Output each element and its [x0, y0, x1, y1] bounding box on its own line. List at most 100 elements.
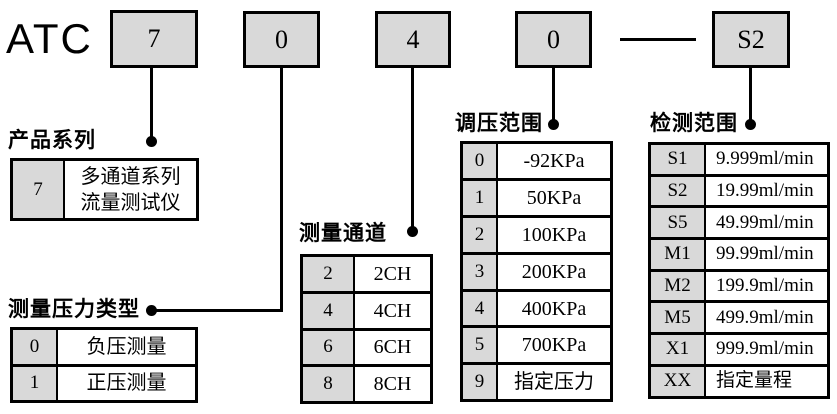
- detection-range-table: S1 9.999ml/min S2 19.99ml/min S5 49.99ml…: [648, 142, 830, 399]
- desc-cell: 700KPa: [521, 334, 587, 357]
- code-cell: 5: [463, 328, 498, 363]
- desc-cell: 指定量程: [716, 370, 793, 392]
- code-cell: 1: [463, 180, 498, 215]
- model-box-detection-range: S2: [712, 11, 790, 68]
- desc-cell: -92KPa: [523, 149, 585, 172]
- product-series-table: 7 多通道系列 流量测试仪: [10, 158, 199, 221]
- section-label-product-series: 产品系列: [8, 128, 96, 152]
- connector-dot-pressure-range: [548, 119, 559, 130]
- desc-cell: 400KPa: [521, 297, 587, 320]
- section-label-detection-range: 检测范围: [650, 111, 738, 135]
- code-cell: S2: [651, 176, 706, 206]
- table-row: 6 6CH: [303, 327, 430, 365]
- connector-line-channels: [411, 66, 414, 233]
- table-row: S1 9.999ml/min: [651, 145, 827, 174]
- table-row: X1 999.9ml/min: [651, 332, 827, 364]
- desc-cell: 9.999ml/min: [716, 148, 814, 170]
- code-cell: 4: [463, 291, 498, 326]
- table-row: M2 199.9ml/min: [651, 268, 827, 301]
- code-cell: 6: [303, 330, 355, 365]
- section-label-pressure-range: 调压范围: [455, 111, 543, 135]
- code-cell: 3: [463, 254, 498, 289]
- desc-cell: 50KPa: [526, 186, 582, 209]
- connector-dot-detection-range: [745, 119, 756, 130]
- model-box-pressure-type: 0: [243, 11, 320, 68]
- desc-cell: 19.99ml/min: [716, 180, 814, 202]
- table-row: 8 8CH: [303, 364, 430, 402]
- code-cell: S5: [651, 208, 706, 238]
- code-cell: S1: [651, 145, 706, 174]
- model-box-series: 7: [110, 10, 198, 68]
- desc-cell: 8CH: [373, 373, 412, 396]
- table-row: 4 400KPa: [463, 288, 610, 326]
- model-box-detection-range-value: S2: [737, 24, 765, 54]
- desc-cell: 100KPa: [521, 223, 587, 246]
- desc-cell: 499.9ml/min: [716, 306, 814, 328]
- section-label-pressure-type: 测量压力类型: [8, 297, 140, 321]
- desc-line-2: 流量测试仪: [80, 191, 181, 214]
- code-cell: M5: [651, 303, 706, 333]
- code-cell: M2: [651, 271, 706, 301]
- connector-line-pressure-type-vertical: [280, 66, 283, 312]
- table-row: S2 19.99ml/min: [651, 173, 827, 206]
- section-label-channels: 测量通道: [299, 221, 387, 245]
- table-row: M5 499.9ml/min: [651, 300, 827, 333]
- code-cell: 4: [303, 293, 355, 328]
- connector-line-pressure-range: [552, 66, 555, 126]
- code-cell: X1: [651, 335, 706, 364]
- table-row: 0 负压测量: [13, 330, 195, 364]
- pressure-type-table: 0 负压测量 1 正压测量: [10, 327, 198, 403]
- connector-line-pressure-type-horizontal: [151, 309, 283, 312]
- model-box-channels-value: 4: [406, 24, 420, 54]
- desc-cell: 4CH: [373, 299, 412, 322]
- code-cell: 0: [13, 330, 58, 364]
- code-cell: 7: [13, 161, 65, 218]
- table-row: 9 指定压力: [463, 362, 610, 400]
- model-separator-dash: [620, 38, 696, 41]
- model-box-series-value: 7: [147, 24, 161, 53]
- table-row: 5 700KPa: [463, 325, 610, 363]
- desc-cell: 负压测量: [86, 335, 167, 358]
- table-row: 4 4CH: [303, 290, 430, 328]
- desc-cell: 6CH: [373, 336, 412, 359]
- code-cell: 2: [463, 217, 498, 252]
- table-row: 7 多通道系列 流量测试仪: [13, 161, 196, 218]
- code-cell: 0: [463, 144, 498, 178]
- connector-dot-series: [146, 136, 157, 147]
- code-cell: 9: [463, 365, 498, 400]
- model-box-pressure-type-value: 0: [275, 24, 288, 54]
- desc-cell: 指定压力: [514, 371, 594, 394]
- desc-cell: 999.9ml/min: [716, 338, 814, 360]
- table-row: 0 -92KPa: [463, 144, 610, 178]
- table-row: 2 2CH: [303, 257, 430, 291]
- desc-cell: 49.99ml/min: [716, 211, 814, 233]
- desc-cell: 正压测量: [86, 372, 167, 395]
- table-row: 3 200KPa: [463, 251, 610, 289]
- table-row: 1 50KPa: [463, 177, 610, 215]
- brand-text: ATC: [6, 15, 93, 62]
- table-row: 1 正压测量: [13, 363, 195, 400]
- table-row: XX 指定量程: [651, 363, 827, 396]
- model-box-pressure-range-value: 0: [547, 24, 560, 54]
- code-cell: XX: [651, 366, 706, 396]
- desc-cell: 200KPa: [521, 260, 587, 283]
- code-cell: 2: [303, 257, 355, 291]
- model-box-pressure-range: 0: [515, 11, 592, 68]
- desc-cell: 99.99ml/min: [716, 243, 814, 265]
- connector-dot-pressure-type: [146, 305, 157, 316]
- table-row: M1 99.99ml/min: [651, 237, 827, 269]
- desc-cell: 多通道系列 流量测试仪: [65, 161, 196, 218]
- channels-table: 2 2CH 4 4CH 6 6CH 8 8CH: [300, 254, 433, 405]
- desc-cell: 199.9ml/min: [716, 275, 814, 297]
- table-row: S5 49.99ml/min: [651, 205, 827, 238]
- desc-line-1: 多通道系列: [80, 165, 181, 188]
- desc-cell: 2CH: [373, 262, 412, 285]
- connector-dot-channels: [407, 226, 418, 237]
- table-row: 2 100KPa: [463, 214, 610, 252]
- code-cell: 1: [13, 366, 58, 400]
- code-cell: 8: [303, 367, 355, 402]
- model-box-channels: 4: [375, 11, 451, 68]
- code-cell: M1: [651, 240, 706, 269]
- pressure-range-table: 0 -92KPa 1 50KPa 2 100KPa 3 200KPa 4 400…: [460, 141, 613, 403]
